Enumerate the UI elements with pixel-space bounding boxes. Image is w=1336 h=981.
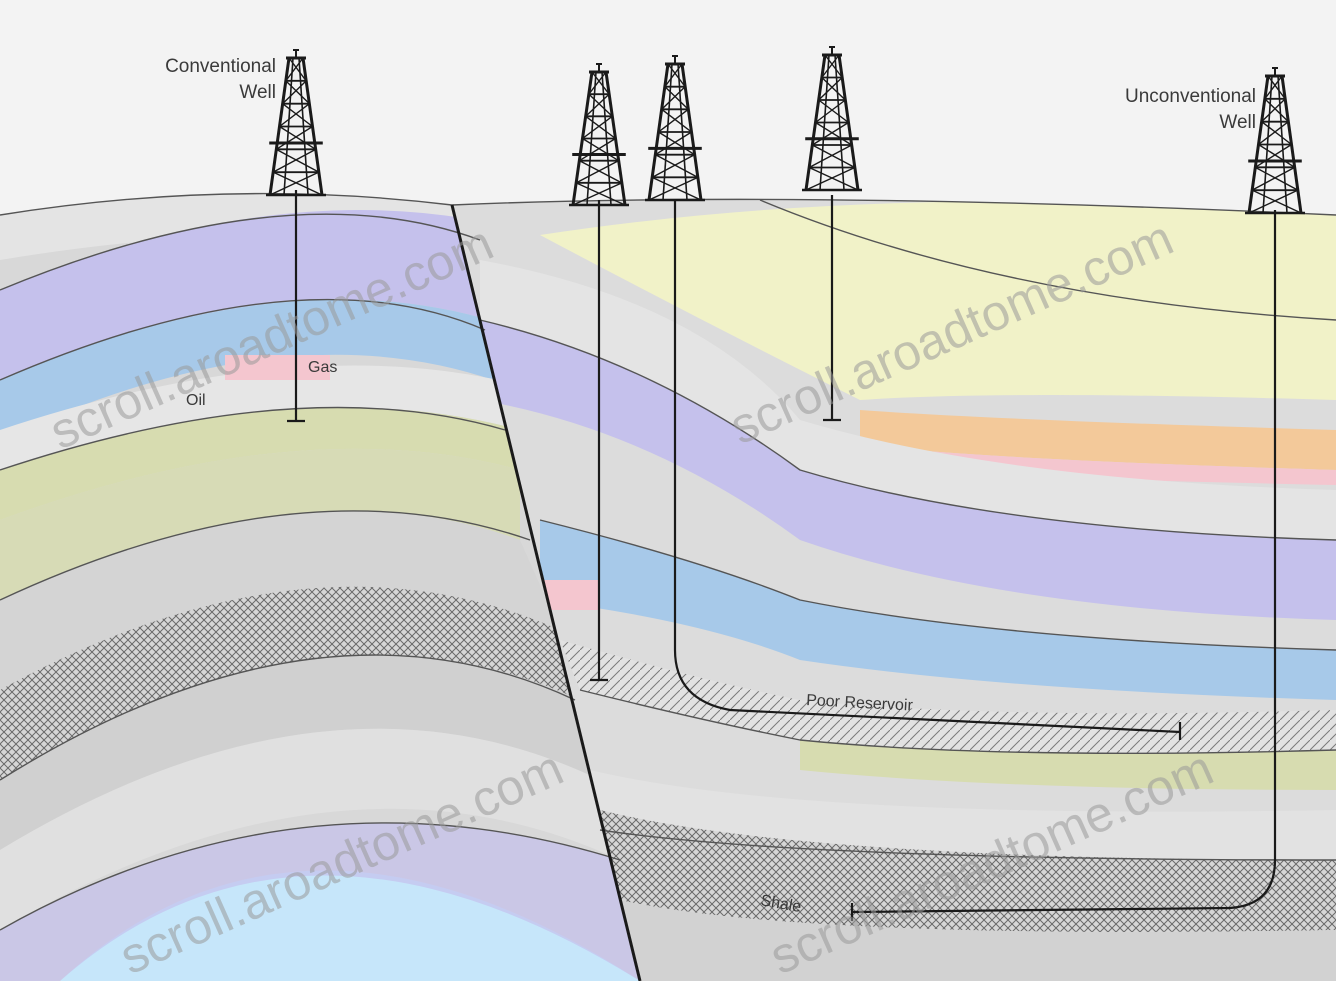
horizontal-borehole-shale xyxy=(851,210,1277,914)
derrick-4-icon xyxy=(802,46,862,192)
shale-label: Shale xyxy=(759,892,802,916)
unconventional-derrick-icon xyxy=(1245,67,1305,215)
oil-label: Oil xyxy=(186,392,206,409)
unconventional-label-line2: Well xyxy=(1219,112,1256,133)
unconventional-label-line1: Unconventional xyxy=(1125,86,1256,107)
fault-line xyxy=(450,204,642,981)
conventional-well-label: Conventional Well xyxy=(165,56,276,103)
conventional-label-line2: Well xyxy=(239,82,276,103)
conventional-derrick-icon xyxy=(266,49,326,197)
conventional-label-line1: Conventional xyxy=(165,56,276,77)
boreholes xyxy=(287,190,1277,921)
horizontal-borehole-poor-reservoir xyxy=(673,200,1181,734)
poor-reservoir-label: Poor Reservoir xyxy=(806,692,914,715)
derrick-3-icon xyxy=(645,55,705,202)
unconventional-well-label: Unconventional Well xyxy=(1125,86,1256,133)
derrick-2-icon xyxy=(569,63,629,207)
derricks xyxy=(266,46,1305,215)
gas-label: Gas xyxy=(308,359,337,376)
